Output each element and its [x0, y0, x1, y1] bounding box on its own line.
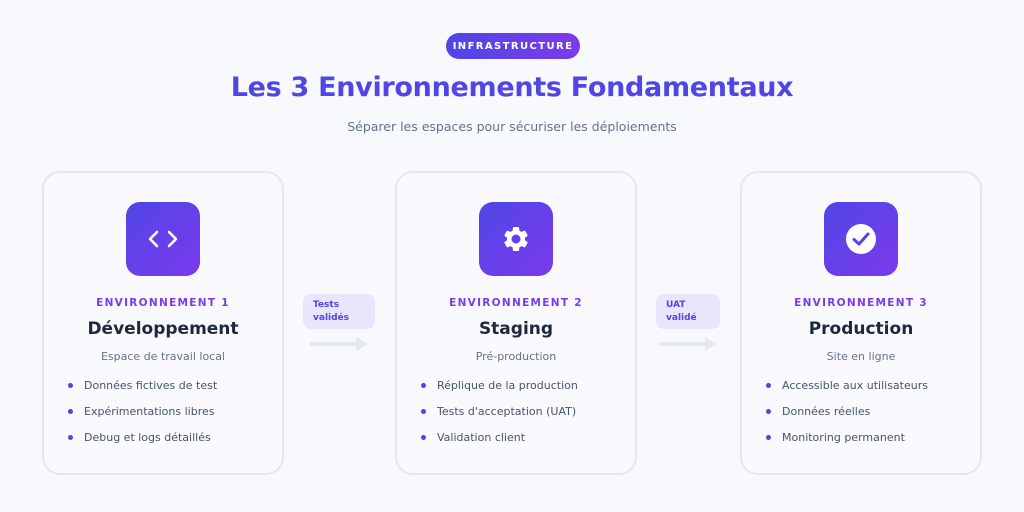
- environment-card-production: ENVIRONNEMENT 3 Production Site en ligne…: [740, 171, 982, 475]
- feature-item: Accessible aux utilisateurs: [766, 378, 928, 404]
- feature-list: Données fictives de test Expérimentation…: [68, 378, 217, 456]
- environment-name: Staging: [478, 319, 554, 339]
- feature-item: Monitoring permanent: [766, 430, 928, 456]
- bullet-icon: [421, 435, 426, 440]
- feature-item: Debug et logs détaillés: [68, 430, 217, 456]
- bullet-icon: [68, 409, 73, 414]
- bullet-icon: [68, 435, 73, 440]
- feature-item: Expérimentations libres: [68, 404, 217, 430]
- environment-label: ENVIRONNEMENT 1: [96, 297, 230, 309]
- feature-list: Réplique de la production Tests d'accept…: [421, 378, 578, 456]
- environment-description: Espace de travail local: [100, 350, 226, 363]
- page-subtitle: Séparer les espaces pour sécuriser les d…: [347, 119, 677, 134]
- environment-description: Pré-production: [475, 350, 557, 363]
- feature-item: Réplique de la production: [421, 378, 578, 404]
- bullet-icon: [421, 383, 426, 388]
- environment-card-development: ENVIRONNEMENT 1 Développement Espace de …: [42, 171, 284, 475]
- bullet-icon: [766, 435, 771, 440]
- category-badge: INFRASTRUCTURE: [446, 33, 580, 59]
- feature-item: Validation client: [421, 430, 578, 456]
- icon-tile: [479, 202, 553, 276]
- environment-name: Production: [808, 319, 914, 339]
- gear-icon: [504, 226, 528, 251]
- feature-item: Données fictives de test: [68, 378, 217, 404]
- bullet-icon: [68, 383, 73, 388]
- environment-label: ENVIRONNEMENT 3: [794, 297, 928, 309]
- feature-item: Tests d'acceptation (UAT): [421, 404, 578, 430]
- check-circle-icon: [846, 224, 876, 254]
- environment-description: Site en ligne: [826, 350, 896, 363]
- arrow-right-icon: [659, 337, 717, 351]
- bullet-icon: [766, 409, 771, 414]
- icon-tile: [824, 202, 898, 276]
- transition-label: Tests validés: [303, 294, 375, 329]
- transition-label: UAT validé: [656, 294, 720, 329]
- environment-name: Développement: [87, 319, 239, 339]
- bullet-icon: [421, 409, 426, 414]
- code-icon: [148, 230, 178, 248]
- feature-item: Données réelles: [766, 404, 928, 430]
- page-title: Les 3 Environnements Fondamentaux: [230, 72, 794, 103]
- icon-tile: [126, 202, 200, 276]
- environment-label: ENVIRONNEMENT 2: [449, 297, 583, 309]
- feature-list: Accessible aux utilisateurs Données réel…: [766, 378, 928, 456]
- arrow-right-icon: [310, 337, 368, 351]
- environment-card-staging: ENVIRONNEMENT 2 Staging Pré-production R…: [395, 171, 637, 475]
- bullet-icon: [766, 383, 771, 388]
